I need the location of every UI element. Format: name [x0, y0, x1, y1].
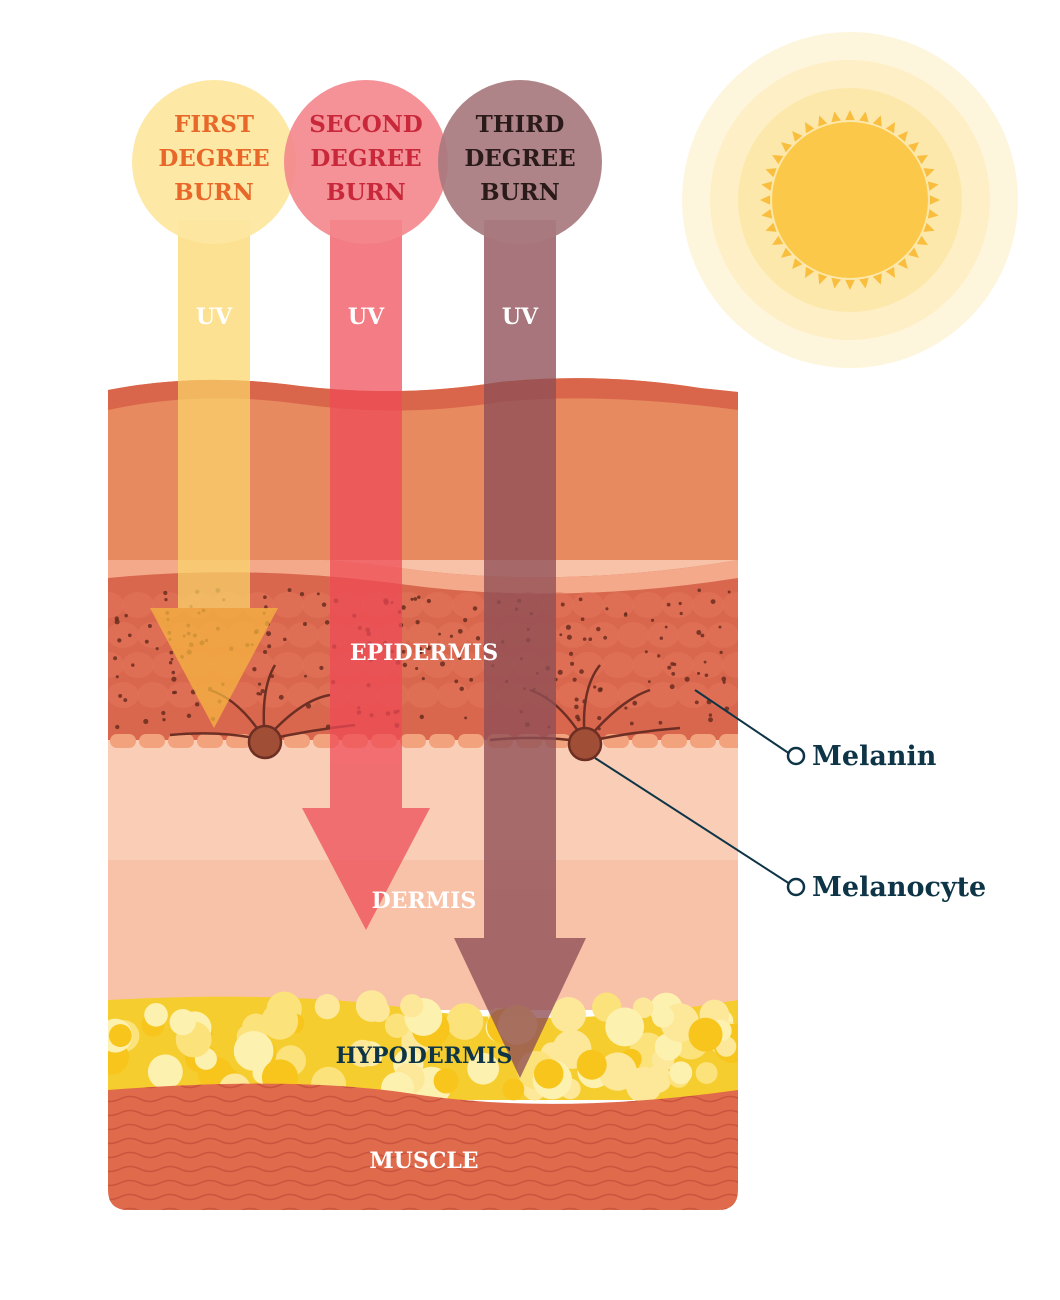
first-degree-burn-badge: FIRST DEGREE BURN — [132, 80, 296, 244]
uv-beam-first — [150, 220, 278, 728]
burn-label-line: BURN — [480, 179, 560, 206]
epidermis-label: EPIDERMIS — [350, 640, 498, 666]
uv-label: UV — [502, 304, 539, 330]
burn-label-line: THIRD — [476, 111, 565, 138]
sun-icon — [682, 32, 1018, 368]
uv-beam-second — [302, 220, 430, 930]
burn-label-line: BURN — [174, 179, 254, 206]
uv-label: UV — [196, 304, 233, 330]
uv-label: UV — [348, 304, 385, 330]
melanocyte-label: Melanocyte — [812, 872, 986, 903]
burn-label-line: BURN — [326, 179, 406, 206]
dermis-label: DERMIS — [372, 888, 477, 914]
burn-label-line: SECOND — [309, 111, 422, 138]
muscle-label: MUSCLE — [369, 1148, 478, 1174]
melanin-callout: Melanin — [694, 689, 937, 772]
second-degree-burn-badge: SECOND DEGREE BURN — [284, 80, 448, 244]
melanocyte-callout: Melanocyte — [594, 757, 986, 903]
third-degree-burn-badge: THIRD DEGREE BURN — [438, 80, 602, 244]
burn-label-line: DEGREE — [158, 145, 269, 172]
burn-label-line: DEGREE — [464, 145, 575, 172]
burn-label-line: DEGREE — [310, 145, 421, 172]
melanin-label: Melanin — [812, 741, 937, 772]
uv-beam-third — [454, 220, 586, 1078]
hypodermis-label: HYPODERMIS — [336, 1043, 513, 1069]
burn-label-line: FIRST — [174, 111, 254, 138]
